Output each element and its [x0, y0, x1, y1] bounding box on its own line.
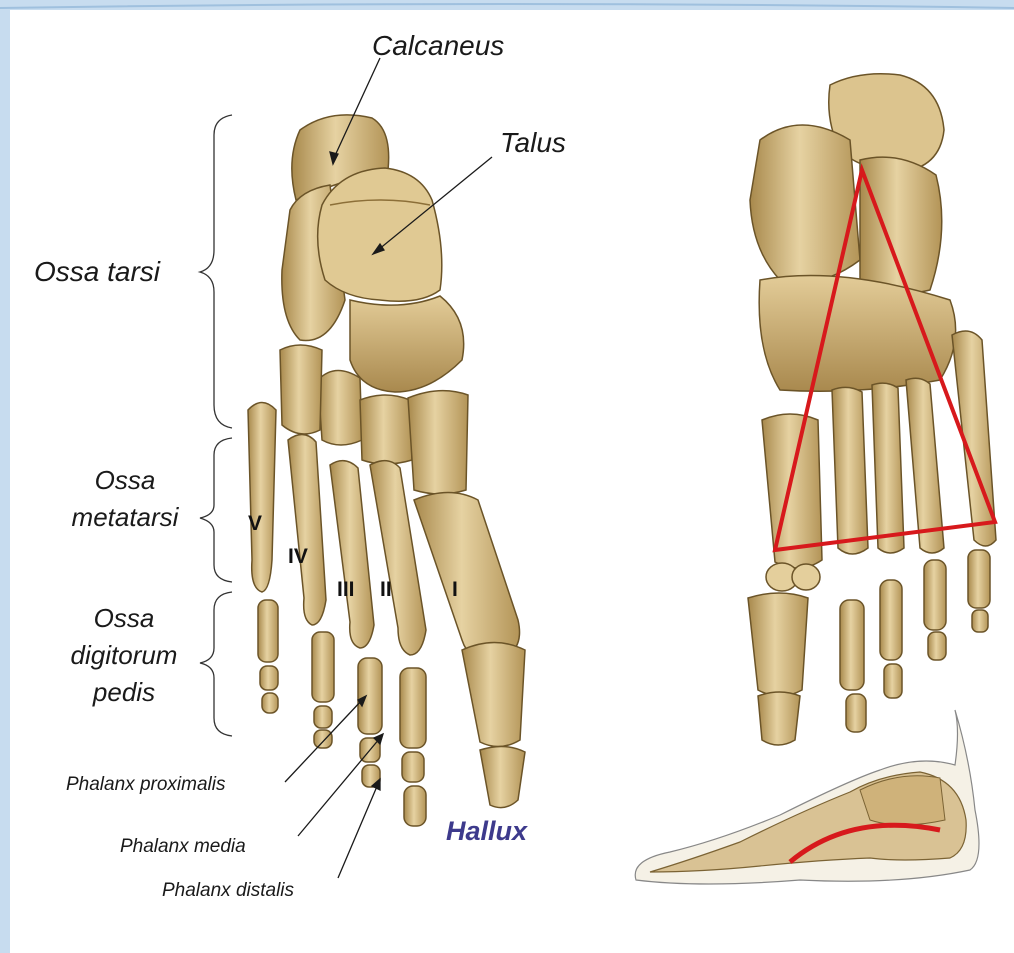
- label-ossa-metatarsi: Ossa metatarsi: [55, 462, 195, 536]
- metatarsal-2-plantar: [832, 387, 868, 554]
- metatarsal-3-plantar: [872, 383, 904, 553]
- ossa-metatarsi-line-2: metatarsi: [55, 499, 195, 536]
- metatarsal-i: [414, 493, 520, 661]
- navicular-bone: [350, 296, 464, 392]
- bracket-ossa-tarsi: [200, 115, 232, 428]
- phalanx-v-media: [260, 666, 278, 690]
- midfoot-plantar: [759, 276, 955, 392]
- hallux-distal: [480, 746, 525, 807]
- label-phalanx-media: Phalanx media: [120, 836, 246, 858]
- phalanx-iv-media: [314, 706, 332, 728]
- phalanx-ii-distal: [404, 786, 426, 826]
- numeral-iv: IV: [288, 545, 308, 569]
- ossa-digitorum-line-2: digitorum: [44, 637, 204, 674]
- hallux-proximal: [462, 643, 525, 747]
- talus-bone: [318, 168, 442, 301]
- numeral-iii: III: [337, 578, 355, 602]
- phalanx-v-distal: [262, 693, 278, 713]
- phalanx-ii-proximal: [400, 668, 426, 748]
- numeral-i: I: [452, 578, 458, 602]
- sesamoid-2: [792, 564, 820, 590]
- bracket-ossa-digitorum: [200, 592, 232, 736]
- metatarsal-4-plantar: [906, 378, 944, 553]
- metatarsal-5-plantar: [952, 331, 996, 546]
- label-phalanx-proximalis: Phalanx proximalis: [66, 774, 225, 796]
- numeral-ii: II: [380, 578, 392, 602]
- hallux-plantar: [748, 593, 808, 696]
- label-ossa-tarsi: Ossa tarsi: [34, 256, 160, 288]
- metatarsal-iii: [330, 461, 374, 648]
- label-phalanx-distalis: Phalanx distalis: [162, 880, 294, 902]
- region-brackets: [200, 115, 232, 736]
- label-hallux: Hallux: [446, 816, 527, 847]
- metatarsal-iv: [288, 434, 326, 625]
- label-calcaneus: Calcaneus: [372, 30, 504, 62]
- right-foot-plantar-view: [748, 74, 996, 745]
- foot-side-view: [635, 710, 979, 884]
- phalanx-iv-proximal: [312, 632, 334, 702]
- numeral-v: V: [248, 512, 262, 536]
- cuneiform-lateral: [318, 370, 362, 445]
- cuboid-lower: [280, 345, 322, 434]
- cuneiform-medial: [408, 391, 468, 494]
- ossa-metatarsi-line-1: Ossa: [55, 462, 195, 499]
- ossa-digitorum-line-1: Ossa: [44, 600, 204, 637]
- phalanx-distalis-pointer: [338, 784, 378, 878]
- cuneiform-intermediate: [360, 395, 412, 464]
- label-talus: Talus: [500, 127, 566, 159]
- metatarsal-v: [248, 403, 276, 593]
- phalanx-v-proximal: [258, 600, 278, 662]
- ossa-digitorum-line-3: pedis: [44, 674, 204, 711]
- phalanx-iv-distal: [314, 730, 332, 748]
- bracket-ossa-metatarsi: [200, 438, 232, 582]
- left-foot-dorsal-view: [248, 115, 525, 826]
- label-ossa-digitorum: Ossa digitorum pedis: [44, 600, 204, 711]
- phalanx-ii-media: [402, 752, 424, 782]
- phalanx-iii-proximal: [358, 658, 382, 734]
